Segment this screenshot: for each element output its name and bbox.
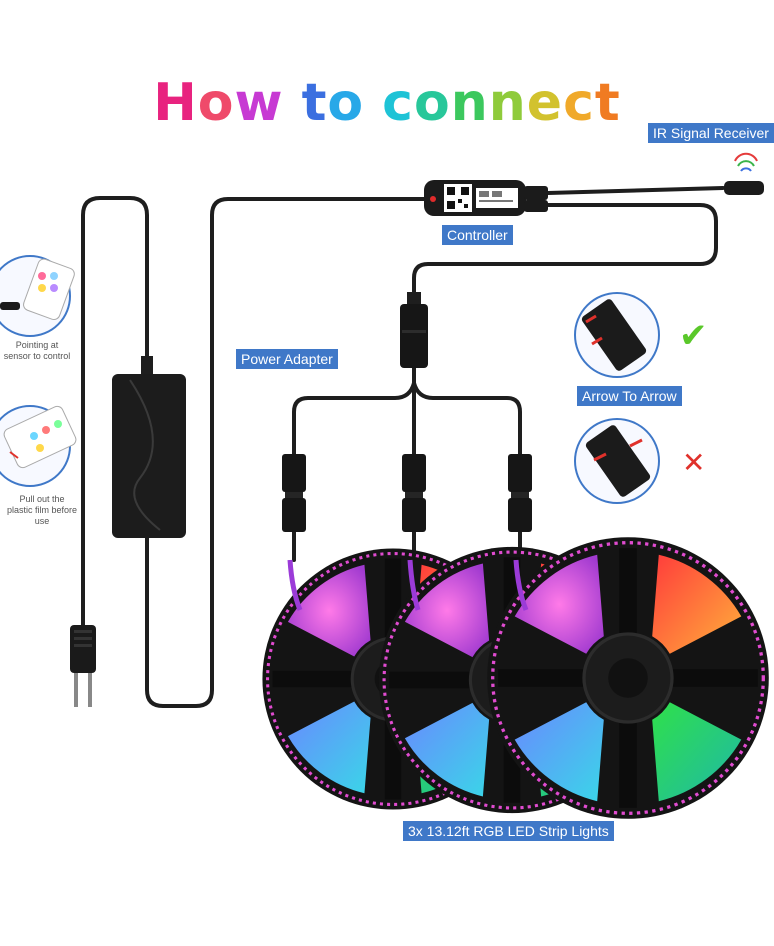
- check-icon: ✔: [679, 316, 708, 356]
- wall-plug: [70, 625, 96, 707]
- pointing-note-line2: sensor to control: [3, 351, 71, 361]
- title-letter: n: [488, 73, 527, 133]
- strip-connectors: [282, 454, 532, 532]
- remote-pointing-illustration: [0, 255, 75, 337]
- title-letter: c: [563, 73, 595, 133]
- led-strip-reels: [260, 535, 771, 821]
- title-letter: o: [413, 73, 451, 133]
- led-strips-label: 3x 13.12ft RGB LED Strip Lights: [403, 821, 614, 841]
- pull-film-note: Pull out the plastic film before use: [0, 494, 84, 527]
- cross-icon: ✕: [682, 446, 706, 479]
- controller-label: Controller: [442, 225, 513, 245]
- controller-unit: [424, 180, 548, 216]
- title-letter: o: [197, 73, 235, 133]
- pointing-note-line1: Pointing at: [15, 340, 59, 350]
- title-letter: w: [234, 73, 284, 133]
- power-adapter-label: Power Adapter: [236, 349, 338, 369]
- title-letter: c: [382, 73, 414, 133]
- pull-film-note-line2: plastic film before use: [6, 505, 78, 526]
- power-adapter-brick: [112, 356, 186, 538]
- title-letter: H: [153, 73, 198, 133]
- title-letter: o: [327, 73, 365, 133]
- connector-correct-illustration: [574, 292, 660, 378]
- pointing-note: Pointing at sensor to control: [0, 340, 74, 362]
- page-title: How to connect: [0, 72, 774, 134]
- pull-film-note-line1: Pull out the: [19, 494, 65, 504]
- ir-receiver-label: IR Signal Receiver: [648, 123, 774, 143]
- arrow-to-arrow-label: Arrow To Arrow: [577, 386, 682, 406]
- title-letter: e: [526, 73, 564, 133]
- remote-pull-film-illustration: [0, 405, 77, 487]
- cable-splitter: [400, 292, 428, 368]
- title-letter: t: [301, 73, 328, 133]
- ir-receiver: [724, 152, 764, 195]
- title-letter: n: [450, 73, 489, 133]
- title-letter: t: [594, 73, 621, 133]
- connector-wrong-illustration: [574, 418, 660, 504]
